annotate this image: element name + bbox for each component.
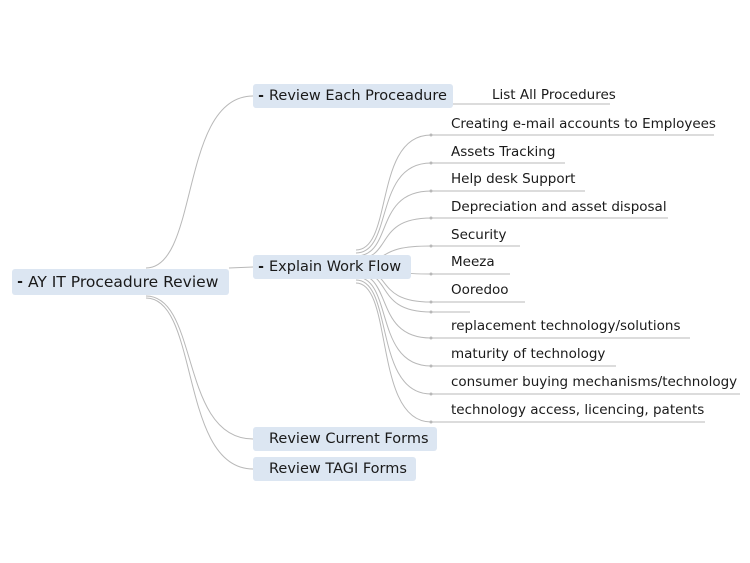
root-label: AY IT Proceadure Review [28,273,219,291]
leaf-workflow-item[interactable]: Help desk Support [451,171,576,187]
connector-dot [429,189,433,193]
connector-branch-leaf [355,276,432,367]
branch-label: Review TAGI Forms [269,461,407,477]
connector-root-branch [145,295,254,440]
connector-root-branch [228,266,254,269]
connector-dot [429,364,433,368]
leaf-workflow-item[interactable]: consumer buying mechanisms/technology [451,374,738,390]
leaf-workflow-item[interactable]: Assets Tracking [451,144,556,160]
leaf-workflow-item[interactable]: Creating e-mail accounts to Employees [451,116,716,132]
branch-review-tagi-forms[interactable]: Review TAGI Forms [253,457,416,481]
connector-branch-leaf [355,279,432,395]
branch-label: Review Current Forms [269,431,429,447]
leaf-workflow-item[interactable]: Meeza [451,254,495,270]
connector-dot [429,216,433,220]
connector-dot [429,420,433,424]
connector-branch-leaf [355,134,432,251]
connector-dot [429,161,433,165]
branch-explain-work-flow[interactable]: - Explain Work Flow [253,255,411,279]
connector-dot [429,133,433,137]
connector-dot [429,300,433,304]
branch-label: Explain Work Flow [269,259,402,275]
connector-dot [429,336,433,340]
connector-dot [429,310,433,314]
connector-branch-leaf [355,282,432,423]
connector-dot [429,392,433,396]
collapse-toggle-icon[interactable]: - [17,274,23,290]
connector-dot [429,244,433,248]
leaf-workflow-item[interactable]: Ooredoo [451,282,509,298]
connector-dot [429,272,433,276]
connector-branch-leaf [355,162,432,254]
leaf-workflow-item[interactable]: maturity of technology [451,346,606,362]
collapse-toggle-icon[interactable]: - [258,259,264,275]
leaf-workflow-item[interactable]: Depreciation and asset disposal [451,199,667,215]
connector-branch-leaf [355,273,432,339]
connector-branch-leaf [355,190,432,257]
connector-root-branch [145,95,254,269]
leaf-workflow-item[interactable]: technology access, licencing, patents [451,402,705,418]
branch-label: Review Each Proceadure [269,88,447,104]
branch-review-each-proceadure[interactable]: - Review Each Proceadure [253,84,453,108]
connector-root-branch [145,297,254,470]
collapse-toggle-icon[interactable]: - [258,88,264,104]
branch-review-current-forms[interactable]: Review Current Forms [253,427,437,451]
root-node[interactable]: - AY IT Proceadure Review [12,269,229,295]
leaf-list-all-procedures[interactable]: List All Procedures [492,87,616,103]
leaf-workflow-item[interactable]: Security [451,227,507,243]
leaf-workflow-item[interactable]: replacement technology/solutions [451,318,681,334]
